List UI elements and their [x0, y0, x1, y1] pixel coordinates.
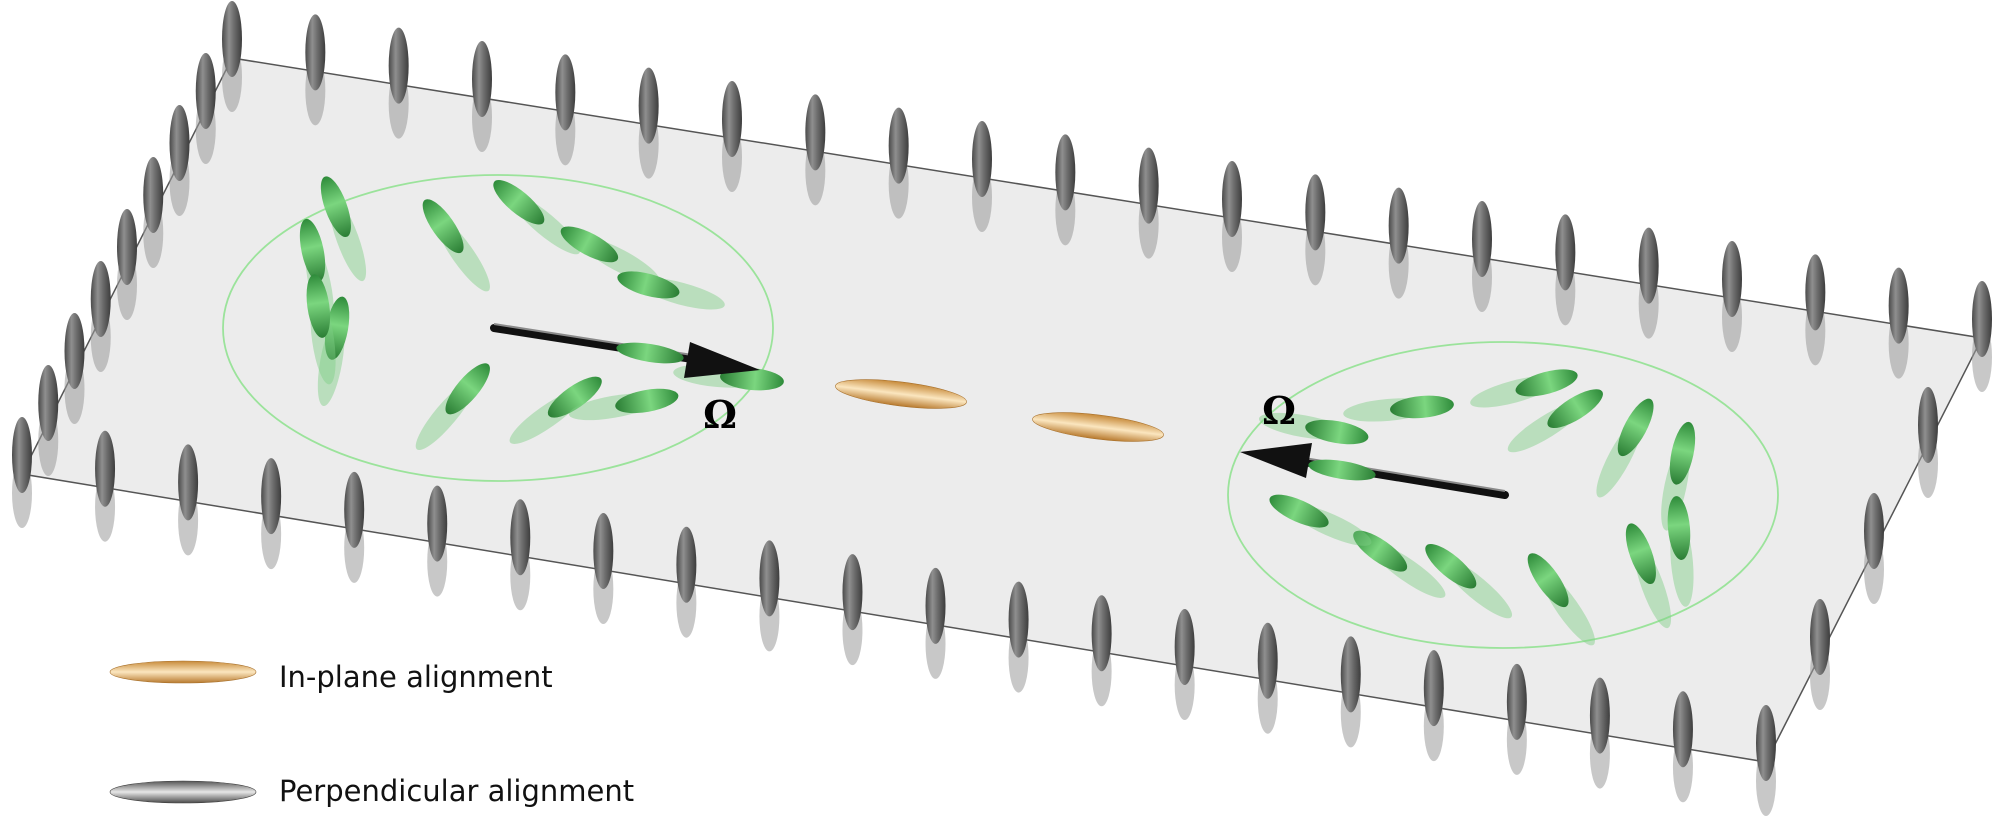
omega-label-left: Ω: [703, 392, 737, 437]
defect-rod: [320, 176, 367, 282]
perpendicular-rod: [427, 485, 448, 597]
defect-rod: [568, 388, 679, 421]
defect-rod: [1269, 494, 1372, 546]
perpendicular-rod: [1423, 650, 1444, 762]
perpendicular-rod: [638, 67, 659, 179]
perpendicular-rod: [195, 53, 216, 164]
perpendicular-rod: [925, 567, 946, 679]
perpendicular-rod: [1055, 134, 1076, 246]
legend: In-plane alignment Perpendicular alignme…: [109, 660, 634, 808]
perpendicular-rods-group: [12, 1, 1992, 816]
perpendicular-rod: [117, 209, 137, 320]
defect-rod: [317, 296, 350, 407]
defect-rod: [1258, 412, 1369, 445]
defect-rod: [1661, 421, 1696, 531]
perpendicular-rod: [1222, 161, 1242, 272]
perpendicular-rod: [1138, 147, 1159, 259]
perpendicular-rod: [1340, 636, 1361, 748]
in-plane-rod: [1032, 412, 1164, 442]
perpendicular-rod: [972, 121, 992, 232]
defect-rod: [1596, 398, 1654, 498]
defect-circle-left: [222, 174, 774, 482]
defect-rod: [1667, 496, 1694, 607]
perpendicular-rod: [1091, 595, 1112, 707]
legend-in-plane-label: In-plane alignment: [279, 660, 553, 694]
perpendicular-rod: [64, 313, 85, 424]
perpendicular-rod: [1672, 691, 1693, 803]
perpendicular-rod: [805, 94, 826, 206]
defect-rod: [1625, 523, 1672, 629]
perpendicular-rod: [1638, 227, 1659, 339]
perpendicular-rod: [759, 540, 780, 652]
alignment-plane: [20, 57, 1984, 763]
perpendicular-rod: [1864, 493, 1884, 604]
perpendicular-rod: [1257, 622, 1278, 734]
perpendicular-rod: [555, 54, 576, 166]
perpendicular-rod: [1506, 663, 1527, 775]
perpendicular-rod: [95, 430, 116, 542]
defect-rod: [306, 274, 336, 385]
perpendicular-rod: [1918, 387, 1938, 498]
perpendicular-rod: [90, 261, 111, 372]
perpendicular-rod: [842, 554, 863, 666]
perpendicular-rod: [1472, 201, 1492, 312]
perpendicular-rod: [1805, 254, 1826, 366]
perpendicular-rod: [344, 471, 365, 583]
defect-rod: [1343, 395, 1454, 422]
perpendicular-rod: [593, 513, 614, 624]
perpendicular-rod: [261, 458, 282, 570]
perpendicular-rod: [1174, 609, 1195, 720]
perpendicular-rod: [388, 27, 409, 139]
omega-label-right: Ω: [1262, 388, 1296, 433]
defect-rod: [1507, 389, 1603, 453]
perpendicular-rod: [178, 444, 199, 556]
defect-rod: [493, 180, 581, 255]
defect-rod: [617, 271, 725, 310]
perpendicular-rod: [305, 14, 326, 126]
defect-rod: [1353, 530, 1446, 598]
defect-rod: [509, 376, 602, 444]
perpendicular-rod: [1722, 241, 1742, 352]
in-plane-rod: [835, 379, 967, 409]
defect-rod: [422, 199, 490, 292]
defect-rod: [1527, 553, 1595, 646]
perpendicular-rod: [1388, 187, 1409, 299]
perpendicular-rod: [12, 417, 32, 528]
omega-arrow-right: [1240, 443, 1509, 499]
perpendicular-rod: [1810, 599, 1830, 710]
perpendicular-rod: [1008, 581, 1029, 693]
perpendicular-rod: [888, 107, 909, 219]
defect-rod: [1470, 369, 1578, 408]
omega-arrow-left: [490, 323, 760, 378]
perpendicular-rod-icon: [109, 780, 257, 804]
perpendicular-rod: [1756, 705, 1776, 816]
defect-rods-group: [299, 176, 1696, 646]
legend-perpendicular-label: Perpendicular alignment: [279, 774, 634, 808]
perpendicular-rod: [676, 526, 697, 638]
defect-rod: [415, 363, 490, 451]
perpendicular-rod: [38, 365, 59, 476]
perpendicular-rod: [1589, 677, 1610, 789]
defect-circle-right: [1227, 341, 1779, 649]
perpendicular-rod: [1972, 281, 1992, 392]
perpendicular-rod: [722, 81, 742, 192]
perpendicular-rod: [1305, 174, 1326, 286]
defect-rod: [1425, 544, 1513, 619]
perpendicular-rod: [143, 157, 164, 268]
in-plane-rod-icon: [109, 660, 257, 684]
perpendicular-rod: [169, 105, 190, 216]
perpendicular-rod: [472, 41, 492, 152]
perpendicular-rod: [1888, 267, 1909, 379]
perpendicular-rod: [1555, 214, 1576, 326]
perpendicular-rod: [222, 1, 242, 112]
perpendicular-rod: [510, 499, 531, 611]
